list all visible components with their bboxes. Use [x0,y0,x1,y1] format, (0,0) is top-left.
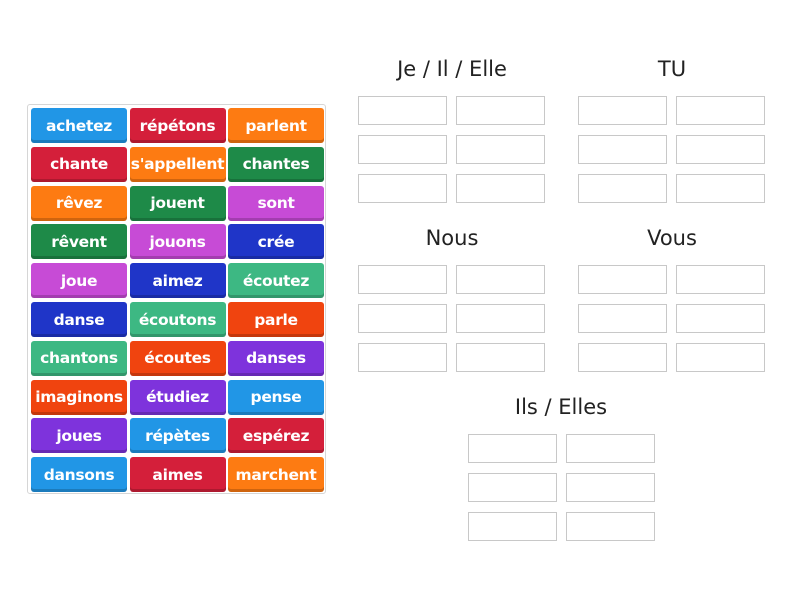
drop-slot[interactable] [468,473,557,502]
group-title: TU [657,57,687,81]
word-bank [27,104,326,494]
drop-slot[interactable] [566,434,655,463]
word-tile[interactable]: crée [228,224,324,260]
word-tile[interactable]: chantons [31,340,127,376]
group-title: Vous [647,226,697,250]
word-tile[interactable]: joues [31,418,127,454]
word-tile[interactable]: répétons [129,108,226,143]
drop-slot[interactable] [578,174,667,203]
drop-slot[interactable] [676,174,765,203]
group-title: Nous [425,226,479,250]
drop-slot[interactable] [578,96,667,125]
word-tile[interactable]: parlent [228,108,324,143]
word-tile[interactable]: aimes [129,457,226,493]
word-tile[interactable]: écoutons [129,302,226,337]
drop-slot[interactable] [358,265,447,294]
drop-slot[interactable] [468,512,557,541]
word-tile[interactable]: écoutez [228,263,324,299]
word-tile[interactable]: pense [228,379,324,415]
word-tile[interactable]: jouent [129,185,226,221]
drop-slot[interactable] [676,135,765,164]
drop-slot[interactable] [456,265,545,294]
word-tile[interactable]: chantes [228,146,324,182]
drop-slot[interactable] [358,343,447,372]
word-tile[interactable]: danse [31,302,127,337]
drop-slot[interactable] [468,434,557,463]
drop-slot[interactable] [358,174,447,203]
word-tile[interactable]: marchent [228,457,324,493]
word-tile[interactable]: jouons [129,224,226,260]
word-tile[interactable]: rêvez [31,185,127,221]
drop-slot[interactable] [578,304,667,333]
drop-slot[interactable] [358,96,447,125]
drop-slot[interactable] [676,304,765,333]
drop-slot[interactable] [676,265,765,294]
word-tile[interactable]: dansons [31,457,127,493]
word-tile[interactable]: écoutes [129,340,226,376]
word-tile[interactable]: aimez [129,263,226,299]
drop-slot[interactable] [578,343,667,372]
word-tile[interactable]: achetez [31,108,127,143]
drop-slot[interactable] [578,135,667,164]
word-tile[interactable]: s'appellent [129,146,226,182]
drop-slot[interactable] [358,135,447,164]
word-tile[interactable]: répètes [129,418,226,454]
drop-slot[interactable] [566,512,655,541]
word-tile[interactable]: rêvent [31,224,127,260]
word-tile[interactable]: parle [228,302,324,337]
word-tile[interactable]: joue [31,263,127,299]
group-title: Ils / Elles [514,395,608,419]
drop-slot[interactable] [676,343,765,372]
word-tile[interactable]: danses [228,340,324,376]
word-tile[interactable]: espérez [228,418,324,454]
word-tile[interactable]: étudiez [129,379,226,415]
word-tile[interactable]: imaginons [31,379,127,415]
drop-slot[interactable] [456,343,545,372]
group-title: Je / Il / Elle [397,57,507,81]
drop-slot[interactable] [456,135,545,164]
drop-slot[interactable] [566,473,655,502]
word-tile[interactable]: chante [31,146,127,182]
drop-slot[interactable] [676,96,765,125]
word-tile[interactable]: sont [228,185,324,221]
drop-slot[interactable] [358,304,447,333]
drop-slot[interactable] [456,174,545,203]
drop-slot[interactable] [578,265,667,294]
drop-slot[interactable] [456,304,545,333]
drop-slot[interactable] [456,96,545,125]
